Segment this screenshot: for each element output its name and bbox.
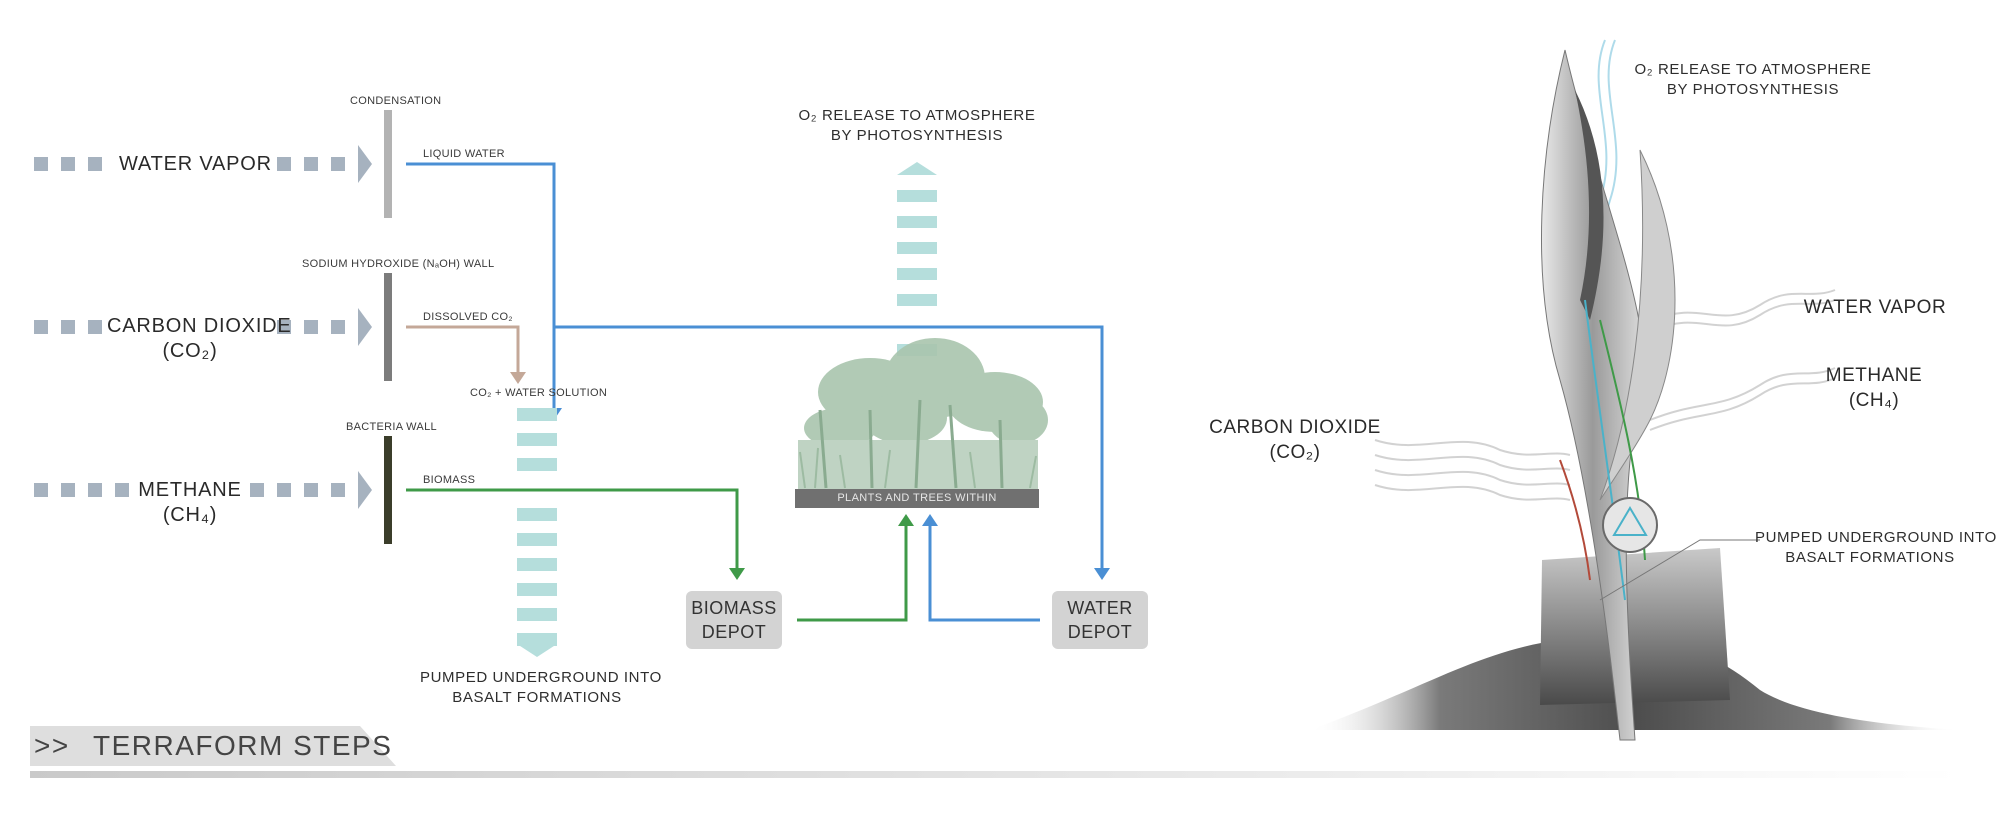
dissolved-co2-flow [406, 325, 520, 372]
biomass-depot-arrowhead [729, 568, 745, 580]
right-o2-line2: BY PHOTOSYNTHESIS [1666, 81, 1840, 98]
right-water-vapor-label: WATER VAPOR [1803, 297, 1947, 318]
biomass-depot-line1: BIOMASS [691, 598, 777, 618]
dissolved-co2-arrowhead [510, 372, 526, 384]
condensation-wall-label: CONDENSATION [350, 95, 442, 107]
biomass-label: BIOMASS [423, 474, 476, 486]
right-methane-line2: (CH₄) [1848, 390, 1900, 411]
tree-trunks [818, 399, 1004, 489]
liquid-water-label: LIQUID WATER [423, 148, 505, 160]
biomass-to-plants-flow [797, 526, 908, 622]
methane-label: METHANE (CH₄) [137, 478, 243, 528]
water-depot: WATER DEPOT [1052, 591, 1148, 649]
water-depot-line1: WATER [1067, 598, 1133, 618]
water-depot-arrowhead [1094, 568, 1110, 580]
pumped-underground-line2: BASALT FORMATIONS [452, 689, 622, 706]
plants-trees-bar: PLANTS AND TREES WITHIN [795, 489, 1039, 508]
right-o2-line1: O₂ RELEASE TO ATMOSPHERE [1634, 61, 1872, 78]
sodium-hydroxide-wall-label: SODIUM HYDROXIDE (NₐOH) WALL [302, 258, 495, 270]
right-methane-label: METHANE (CH₄) [1814, 363, 1934, 413]
water-vapor-input-arrow [34, 145, 372, 183]
pumped-underground-label: PUMPED UNDERGROUND INTO BASALT FORMATION… [420, 668, 662, 708]
water-to-depot-flow [554, 325, 1104, 568]
dissolved-co2-label: DISSOLVED CO₂ [423, 311, 513, 323]
carbon-dioxide-label: CARBON DIOXIDE (CO₂) [107, 314, 292, 364]
rock-base [1540, 548, 1730, 705]
right-carbon-dioxide-line2: (CO₂) [1269, 442, 1321, 463]
water-vapor-label: WATER VAPOR [119, 153, 272, 175]
right-pumped-line1: PUMPED UNDERGROUND INTO [1755, 529, 1997, 546]
title-banner-text: >> TERRAFORM STEPS [34, 730, 392, 762]
pumped-underground-column [517, 408, 557, 657]
right-methane-line1: METHANE [1825, 365, 1923, 386]
page-title: TERRAFORM STEPS [92, 730, 393, 761]
biomass-depot: BIOMASS DEPOT [686, 591, 782, 649]
bacteria-wall-label: BACTERIA WALL [346, 421, 437, 433]
leader-line [1599, 539, 1760, 601]
liquid-water-flow [406, 162, 556, 408]
right-carbon-dioxide-line1: CARBON DIOXIDE [1209, 417, 1381, 438]
o2-release-label: O₂ RELEASE TO ATMOSPHERE BY PHOTOSYNTHES… [790, 106, 1044, 146]
methane-line2: (CH₄) [162, 504, 218, 526]
biomass-to-plants-arrowhead [898, 514, 914, 526]
carbon-dioxide-line2: (CO₂) [162, 340, 218, 362]
solution-label: CO₂ + WATER SOLUTION [470, 387, 608, 399]
methane-line1: METHANE [138, 479, 242, 501]
tower-fin-2 [1575, 90, 1604, 320]
plants-trees-illustration [798, 338, 1048, 490]
gas-streams [1374, 289, 1836, 501]
right-pumped-label: PUMPED UNDERGROUND INTO BASALT FORMATION… [1755, 528, 1997, 568]
carbon-dioxide-input-arrow [34, 308, 372, 346]
sodium-hydroxide-wall [384, 273, 392, 381]
pumped-underground-line1: PUMPED UNDERGROUND INTO [420, 669, 662, 686]
right-pumped-line2: BASALT FORMATIONS [1785, 549, 1955, 566]
o2-release-line2: BY PHOTOSYNTHESIS [830, 127, 1004, 144]
tower-spire [1541, 49, 1645, 741]
biomass-depot-line2: DEPOT [701, 622, 767, 642]
tower-fin [1599, 149, 1676, 501]
sphere-module [1602, 497, 1658, 553]
biomass-flow [406, 488, 739, 568]
title-banner [30, 726, 396, 766]
o2-release-line1: O₂ RELEASE TO ATMOSPHERE [798, 107, 1036, 124]
title-prefix: >> [34, 730, 70, 761]
water-depot-line2: DEPOT [1067, 622, 1133, 642]
carbon-dioxide-line1: CARBON DIOXIDE [107, 315, 292, 337]
grass [799, 447, 1037, 489]
water-to-plants-arrowhead [922, 514, 938, 526]
right-carbon-dioxide-label: CARBON DIOXIDE (CO₂) [1205, 415, 1385, 465]
bacteria-wall [384, 436, 392, 544]
condensation-wall [384, 110, 392, 218]
right-o2-label: O₂ RELEASE TO ATMOSPHERE BY PHOTOSYNTHES… [1628, 60, 1878, 100]
footer-rule [30, 771, 1960, 778]
methane-input-arrow [34, 471, 372, 509]
water-to-plants-flow [928, 526, 1040, 622]
